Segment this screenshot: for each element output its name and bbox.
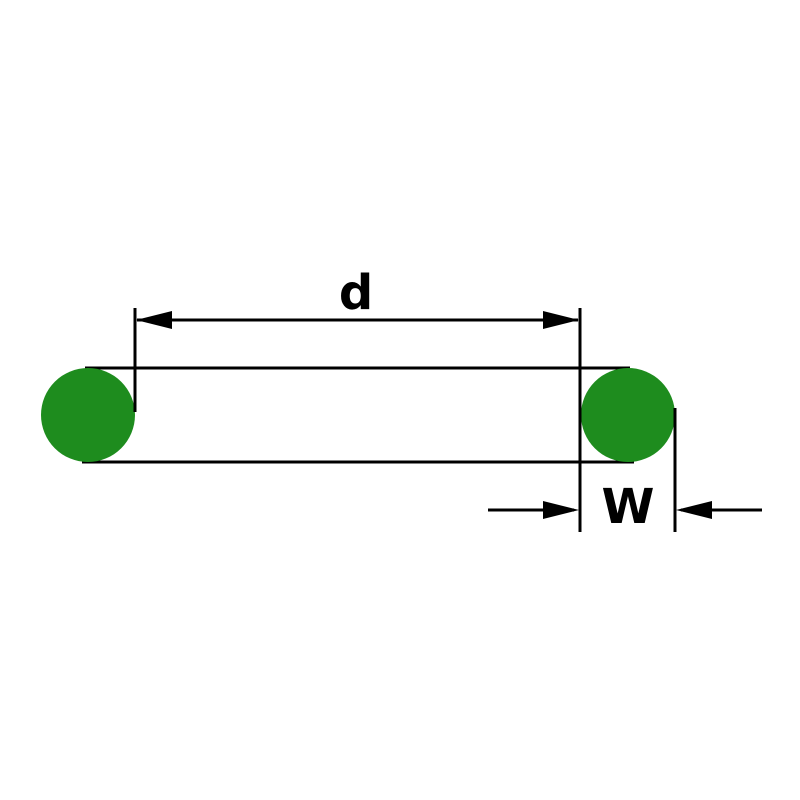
width-label: W <box>602 479 655 535</box>
oring-cross-section-right <box>581 368 675 462</box>
oring-cross-section-left <box>41 368 135 462</box>
diameter-arrowhead-right <box>543 311 579 329</box>
width-arrowhead-right <box>676 501 712 519</box>
diameter-arrowhead-left <box>136 311 172 329</box>
dimension-lines <box>133 308 762 532</box>
width-arrowhead-left <box>543 501 579 519</box>
ring-silhouette-lines <box>82 366 634 464</box>
diameter-label: d <box>339 265 373 321</box>
arrowheads <box>136 311 712 519</box>
